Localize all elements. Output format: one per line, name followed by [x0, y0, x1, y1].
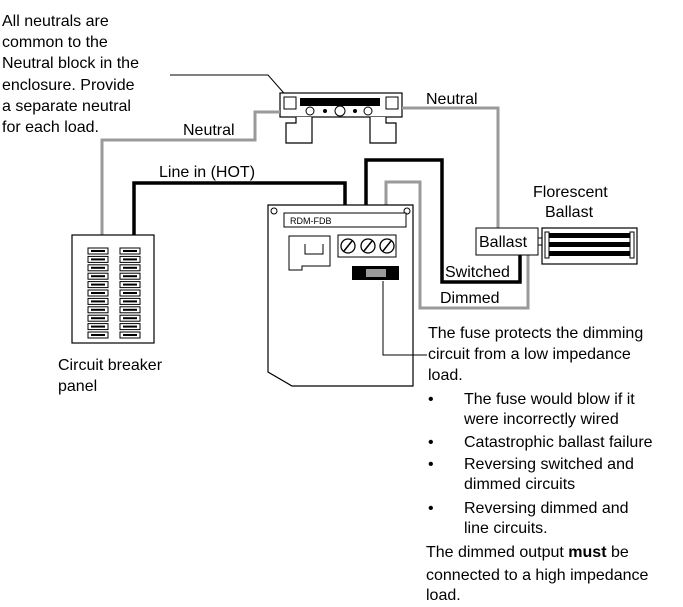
breaker-switch-handle: [91, 292, 105, 294]
breaker-switch-handle: [123, 275, 137, 278]
breaker-switch-handle: [91, 250, 105, 252]
switched-wire: [364, 158, 522, 284]
neutral-label-right: Neutral: [426, 91, 478, 108]
ballast-box: [475, 227, 539, 256]
breaker-switch-handle: [91, 334, 105, 336]
breaker-label: panel: [58, 378, 98, 395]
bullet-dot: •: [428, 391, 434, 408]
fluorescent-fixture: [541, 227, 638, 265]
fuse-note-line: load.: [428, 367, 463, 384]
bullet-text: were incorrectly wired: [464, 411, 619, 428]
neutral-block: [279, 92, 403, 144]
neutral-note-line: All neutrals are: [2, 13, 109, 30]
bullet-text: Reversing switched and: [464, 456, 634, 473]
circuit-breaker-panel: [71, 234, 155, 344]
breaker-switch-handle: [123, 308, 137, 311]
breaker-switch-handle: [123, 334, 137, 336]
bullet-text: line circuits.: [464, 520, 548, 537]
fuse-note-leader: [382, 281, 427, 356]
neutral-note-leader: [170, 74, 291, 101]
dimmer-module: RDM-FDB: [267, 204, 414, 387]
breaker-switch-handle: [91, 300, 105, 303]
breaker-switch-handle: [123, 250, 137, 252]
fuse-note-line: circuit from a low impedance: [428, 346, 631, 363]
neutral-note-line: common to the: [2, 34, 108, 51]
neutral-note-line: a separate neutral: [2, 98, 131, 115]
florescent-label: Florescent: [533, 184, 608, 201]
breaker-switch-handle: [123, 266, 137, 269]
warning-line: connected to a high impedance: [426, 567, 649, 584]
breaker-switch-handle: [91, 283, 105, 286]
neutral-note-line: Neutral block in the: [2, 55, 139, 72]
bullet-dot: •: [428, 456, 434, 473]
neutral-label-left: Neutral: [183, 122, 235, 139]
breaker-switch-handle: [91, 317, 105, 320]
dimmed-label: Dimmed: [440, 290, 500, 307]
neutral-note-line: enclosure. Provide: [2, 77, 135, 94]
breaker-switch-handle: [123, 317, 137, 320]
breaker-switch-handle: [123, 283, 137, 286]
warning-line: load.: [426, 587, 461, 604]
breaker-switch-handle: [91, 266, 105, 269]
neutral-wire-left: [100, 110, 280, 235]
bullet-text: dimmed circuits: [464, 476, 576, 493]
warning-post: be: [606, 544, 629, 561]
warning-line: The dimmed output must be: [426, 543, 629, 563]
module-id-label: RDM-FDB: [290, 216, 332, 226]
neutral-note-line: for each load.: [2, 119, 99, 136]
warning-pre: The dimmed output: [426, 544, 569, 561]
bullet-text: The fuse would blow if it: [464, 391, 635, 408]
breaker-switch-handle: [91, 275, 105, 278]
breaker-switch-handle: [123, 292, 137, 294]
neutral-wire-right: [402, 106, 500, 228]
line-in-label: Line in (HOT): [159, 164, 256, 181]
bullet-dot: •: [428, 434, 434, 451]
fuse-note-line: The fuse protects the dimming: [428, 325, 644, 342]
bullet-dot: •: [428, 500, 434, 517]
switched-label: Switched: [445, 264, 510, 281]
dimmed-wire: [384, 180, 530, 310]
breaker-switch-handle: [123, 258, 137, 261]
breaker-switch-handle: [91, 258, 105, 261]
bullet-text: Reversing dimmed and: [464, 500, 629, 517]
bullet-text: Catastrophic ballast failure: [464, 434, 653, 451]
warning-bold: must: [568, 544, 607, 561]
breaker-switch-handle: [91, 308, 105, 311]
ballast-box-label: Ballast: [479, 234, 528, 251]
breaker-switch-handle: [123, 300, 137, 303]
ballast-title-label: Ballast: [545, 204, 594, 221]
breaker-switch-handle: [91, 325, 105, 328]
breaker-switch-handle: [123, 325, 137, 328]
breaker-label: Circuit breaker: [58, 357, 163, 374]
